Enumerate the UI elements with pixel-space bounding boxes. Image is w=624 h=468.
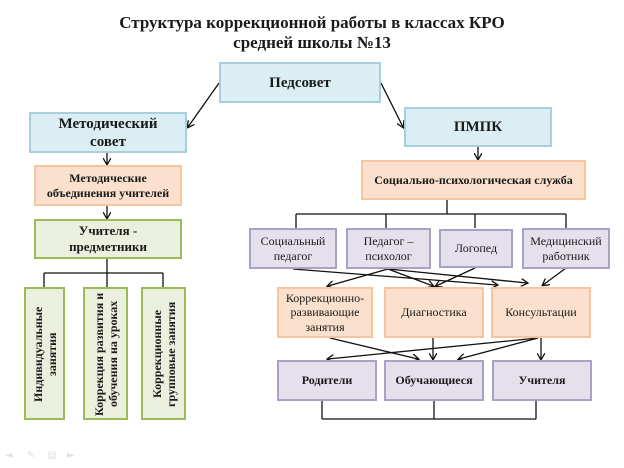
arrow-pedsovet-to-pmpk — [380, 82, 403, 127]
title-line-1: Структура коррекционной работы в классах… — [119, 13, 505, 32]
node-konsultacii: Консультации — [491, 287, 591, 338]
node-pmpk: ПМПК — [404, 107, 552, 147]
node-obuchayushiesya: Обучающиеся — [384, 360, 484, 401]
arrow-korr-to-obuch — [329, 337, 418, 359]
diagram-title: Структура коррекционной работы в классах… — [0, 13, 624, 53]
title-line-2: средней школы №13 — [233, 33, 391, 52]
arrow-pedpsih-to-diagn — [387, 268, 433, 286]
node-korr-razv-zanyatiya: Коррекционно-развивающие занятия — [277, 287, 373, 338]
node-logoped: Логопед — [439, 229, 513, 268]
node-med-rabotnik: Медицинский работник — [522, 228, 610, 269]
node-uchitelya: Учителя — [492, 360, 592, 401]
prev-slide-icon[interactable]: ◄ — [5, 450, 13, 461]
arrow-konsult-to-obuch — [459, 337, 539, 359]
node-pedagog-psiholog: Педагог – психолог — [346, 228, 431, 269]
arrow-pedpsih-to-korr — [328, 268, 389, 286]
arrow-logoped-to-diagn — [436, 267, 476, 286]
node-korr-grupp: Коррекционные групповые занятия — [141, 287, 186, 420]
arrow-konsult-to-roditeli — [328, 337, 539, 359]
pen-icon[interactable]: ✎ — [27, 450, 36, 461]
node-soc-pedagog: Социальный педагог — [249, 228, 337, 269]
node-metod-obed: Методические объединения учителей — [34, 165, 182, 206]
arrow-socped-to-konsult — [292, 268, 497, 285]
arrow-med-to-konsult — [543, 267, 567, 285]
node-roditeli: Родители — [277, 360, 377, 401]
node-metod-sovet: Методический совет — [29, 112, 187, 153]
node-diagnostika: Диагностика — [384, 287, 484, 338]
menu-icon[interactable]: ▤ — [47, 450, 57, 461]
node-soc-psih-sluzhba: Социально-психологическая служба — [361, 160, 586, 200]
node-individ: Индивидуальные занятия — [24, 287, 65, 420]
arrow-pedsovet-to-metod-sovet — [188, 82, 220, 127]
node-uchitelya-predmetniki: Учителя - предметники — [34, 219, 182, 259]
node-korr-razv-urok: Коррекция развития и обучения на уроках — [83, 287, 128, 420]
node-pedsovet: Педсовет — [219, 62, 381, 103]
next-slide-icon[interactable]: ► — [67, 450, 75, 461]
